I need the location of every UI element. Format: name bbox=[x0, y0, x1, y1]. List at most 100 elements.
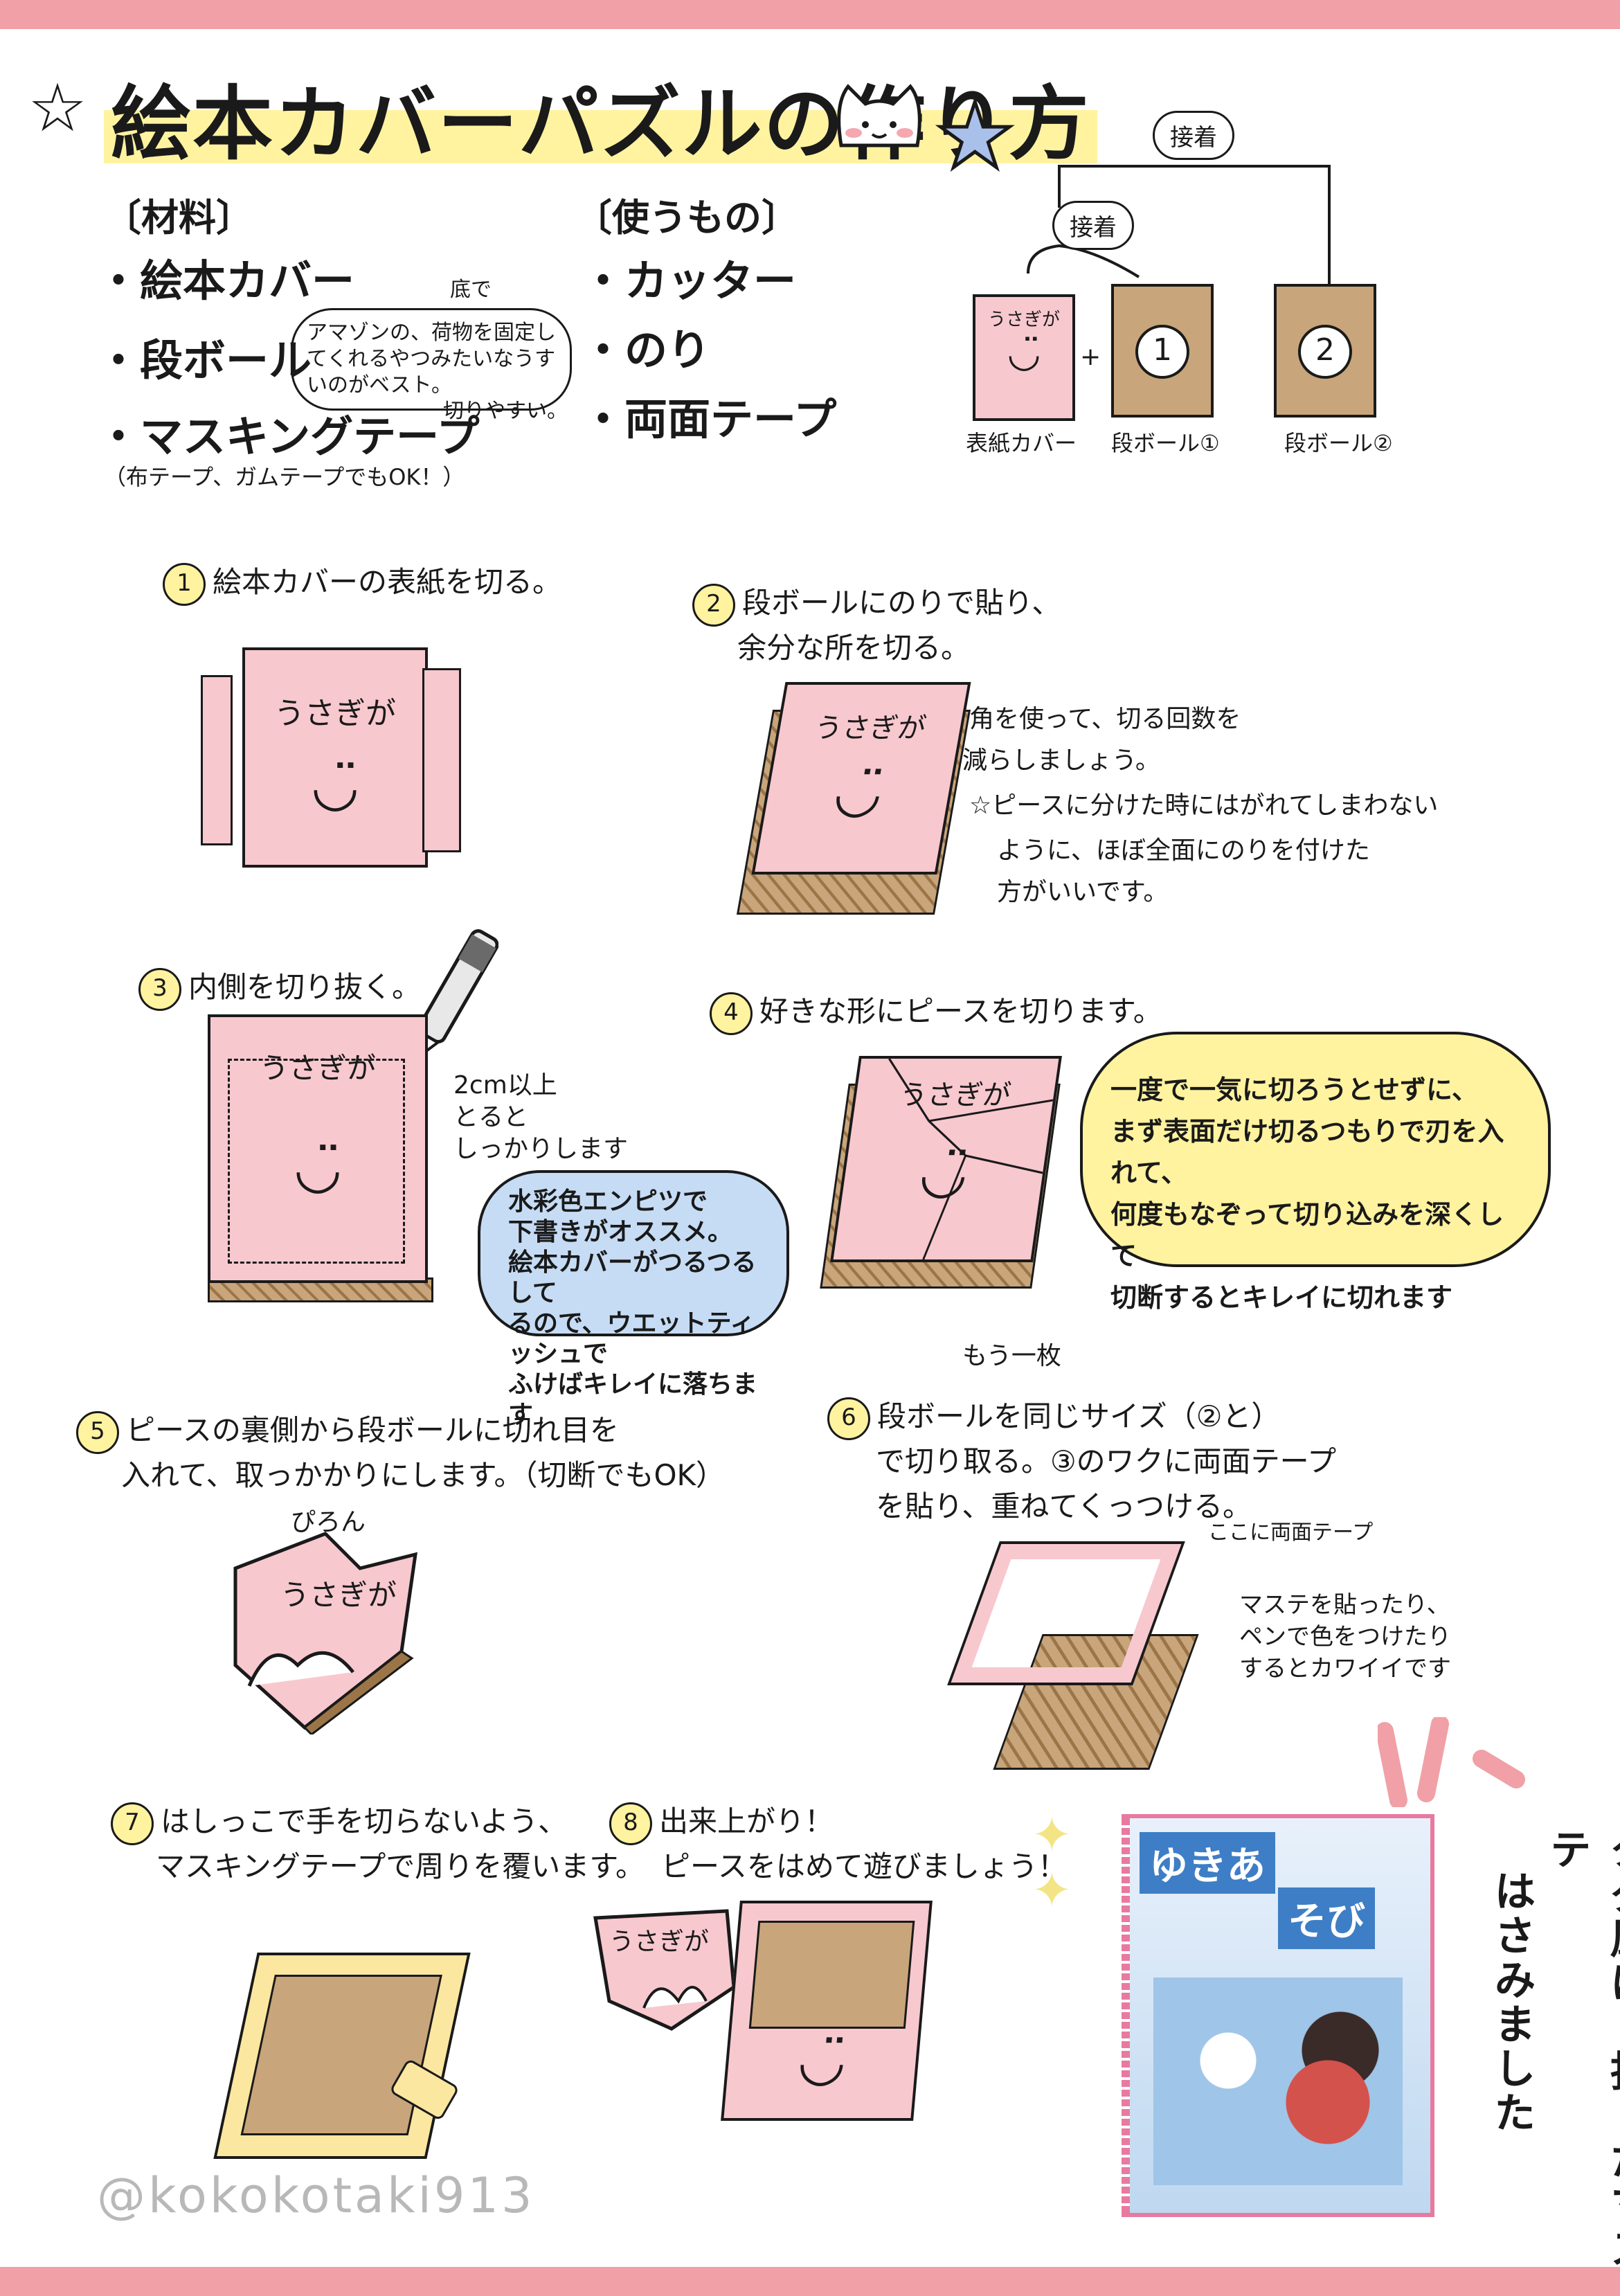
bottom-band bbox=[0, 2267, 1620, 2296]
cut-guide-line bbox=[228, 1059, 405, 1264]
glued-cover: うさぎが ◡̈ bbox=[751, 682, 971, 875]
cardboard-note-text: アマゾンの、荷物を固定してくれるやつみたいなうすいのがベスト。 bbox=[307, 321, 556, 397]
bunny-icon: ◡̈ bbox=[1007, 331, 1041, 376]
tape-edge-icon bbox=[1122, 1818, 1130, 2213]
step-4-number: 4 bbox=[710, 992, 753, 1035]
step-6-above: もう一枚 bbox=[962, 1342, 1061, 1370]
step-4-bubble-2: まず表面だけ切るつもりで刃を入れて、 bbox=[1110, 1116, 1504, 1188]
book-illustration bbox=[1153, 1977, 1403, 2185]
step-2-illustration: うさぎが ◡̈ bbox=[736, 682, 971, 917]
diagram-plus: + bbox=[1080, 343, 1101, 371]
step-4-illustration: うさぎが ◡̈ bbox=[820, 1056, 1062, 1289]
finished-puzzle: ◡̈ bbox=[721, 1901, 933, 2121]
materials-heading: 〔材料〕 bbox=[104, 196, 253, 240]
cut-cover-text: うさぎが bbox=[259, 1051, 376, 1085]
step-6-note-3: するとカワイイです bbox=[1239, 1655, 1451, 1683]
step-2-tip-1: ☆ピースに分けた時にはがれてしまわない bbox=[969, 791, 1439, 820]
bunny-icon: ◡̈ bbox=[294, 1136, 342, 1200]
page-title: 絵本カバーパズルの作り方 bbox=[104, 59, 1097, 175]
step-8-illustration: ◡̈ bbox=[721, 1901, 933, 2129]
step-2-text-2: 余分な所を切る。 bbox=[737, 631, 971, 665]
diagram-label-cb1: 段ボール① bbox=[1111, 430, 1220, 456]
step-2-text-1: 段ボールにのりで貼り、 bbox=[742, 586, 1061, 620]
step-3-number: 3 bbox=[138, 967, 181, 1011]
tool-item-cutter: ・カッター bbox=[582, 255, 797, 306]
bunny-icon: ◡̈ bbox=[829, 760, 889, 824]
step-3-bubble-3: 絵本カバーがつるつるして bbox=[508, 1248, 757, 1307]
step-4-bubble-1: 一度で一気に切ろうとせずに、 bbox=[1110, 1075, 1478, 1105]
step-1-illustration: うさぎが ◡̈ bbox=[201, 647, 492, 883]
cardboard-note-top: 底で bbox=[450, 278, 492, 302]
step-6-note-tape: ここに両面テープ bbox=[1208, 1521, 1374, 1545]
diagram-num-1: 1 bbox=[1135, 325, 1189, 379]
frame-inner bbox=[240, 1975, 442, 2135]
step-3-bubble: 水彩色エンピツで 下書きがオススメ。 絵本カバーがつるつるして るので、ウエット… bbox=[478, 1170, 789, 1429]
step-3-bubble-5: ふけばキレイに落ちます bbox=[508, 1370, 758, 1429]
taped-frame bbox=[213, 1953, 471, 2159]
diagram-label-cover: 表紙カバー bbox=[966, 430, 1077, 456]
tape-note: （布テープ、ガムテープでもOK！） bbox=[104, 464, 465, 490]
step-5-illustration: うさぎが bbox=[222, 1527, 429, 1736]
piece-cover: うさぎが ◡̈ bbox=[830, 1056, 1062, 1262]
cardboard-note-small: 切りやすい。 bbox=[443, 399, 568, 423]
step-7-text-2: マスキングテープで周りを覆います。 bbox=[156, 1849, 645, 1883]
emphasis-marks bbox=[1376, 1715, 1530, 1809]
step-3-note: 2cm以上 とると しっかりします bbox=[453, 1070, 628, 1165]
title-star-right: ★ bbox=[933, 82, 1018, 190]
cover-flap-left bbox=[201, 675, 233, 845]
tool-item-tape: ・両面テープ bbox=[582, 394, 837, 445]
step-3-bubble-1: 水彩色エンピツで bbox=[508, 1187, 708, 1216]
step-7-text-1: はしっこで手を切らないよう、 bbox=[161, 1804, 568, 1838]
step-8-piece-text: うさぎが bbox=[609, 1928, 710, 1956]
step-4-bubble-4: 切断するとキレイに切れます bbox=[1110, 1282, 1453, 1313]
piece-text: うさぎが bbox=[280, 1578, 397, 1612]
step-2-tip-2: ように、ほぼ全面にのりを付けた bbox=[997, 836, 1370, 865]
step-1-text: 絵本カバーの表紙を切る。 bbox=[213, 565, 562, 599]
step-6-illustration bbox=[947, 1541, 1199, 1770]
step-2-note-1: 角を使って、切る回数を bbox=[969, 705, 1241, 733]
bunny-icon: ◡̈ bbox=[795, 2028, 849, 2092]
book-title-2: そび bbox=[1278, 1887, 1375, 1949]
diagram-num-2: 2 bbox=[1298, 325, 1352, 379]
cardboard-note: アマゾンの、荷物を固定してくれるやつみたいなうすいのがベスト。 bbox=[291, 308, 572, 411]
step-8-piece: うさぎが bbox=[588, 1897, 741, 2036]
cut-cover: うさぎが ◡̈ bbox=[208, 1014, 428, 1283]
glue-label-top: 接着 bbox=[1153, 111, 1234, 160]
diagram-cover-text: うさぎが bbox=[987, 310, 1060, 330]
step-3-note-2: とると bbox=[453, 1103, 529, 1131]
step-6-text-3: を貼り、重ねてくっつける。 bbox=[876, 1489, 1252, 1523]
glued-cover-text: うさぎが bbox=[811, 712, 928, 744]
step-8-number: 8 bbox=[609, 1802, 652, 1845]
diagram-cardboard-1: 1 bbox=[1111, 284, 1214, 418]
final-photo: ゆきあ そび bbox=[1122, 1814, 1434, 2217]
cover-flap-right bbox=[422, 668, 461, 852]
diagram-cover-card: うさぎが ◡̈ bbox=[973, 294, 1075, 421]
step-8-text-1: 出来上がり！ bbox=[659, 1804, 834, 1838]
sparkle-decoration: ✦ ✦ bbox=[1032, 1807, 1072, 1918]
step-7-illustration bbox=[208, 1932, 471, 2174]
bunny-icon: ◡̈ bbox=[311, 753, 359, 818]
cat-face-icon bbox=[827, 76, 931, 152]
title-star-left: ☆ bbox=[28, 69, 88, 147]
material-item-tape: ・マスキングテープ bbox=[97, 411, 480, 462]
step-5-text-2: 入れて、取っかかりにします。（切断でもOK） bbox=[121, 1458, 726, 1492]
step-3-note-1: 2cm以上 bbox=[453, 1071, 557, 1100]
sparkle-icon-1: ✦ bbox=[1032, 1806, 1072, 1863]
tools-heading: 〔使うもの〕 bbox=[575, 196, 799, 240]
cover-text: うさぎが bbox=[274, 696, 396, 731]
step-6-text-2: で切り取る。③のワクに両面テープ bbox=[876, 1444, 1337, 1478]
step-3-note-3: しっかりします bbox=[453, 1135, 629, 1163]
glue-label-mid: 接着 bbox=[1052, 201, 1134, 250]
step-2-number: 2 bbox=[692, 583, 735, 627]
watermark: @kokokotaki913 bbox=[97, 2167, 535, 2224]
step-6-note-2: ペンで色をつけたり bbox=[1239, 1623, 1451, 1651]
material-item-cardboard: ・段ボール bbox=[97, 335, 312, 386]
book-title-1: ゆきあ bbox=[1140, 1832, 1275, 1894]
step-2-note-2: 減らしましょう。 bbox=[962, 746, 1160, 775]
step-6-number: 6 bbox=[827, 1397, 870, 1440]
final-note-1: タグ風に、折ったマステ bbox=[1542, 1828, 1620, 2271]
diagram-cardboard-2: 2 bbox=[1274, 284, 1376, 418]
